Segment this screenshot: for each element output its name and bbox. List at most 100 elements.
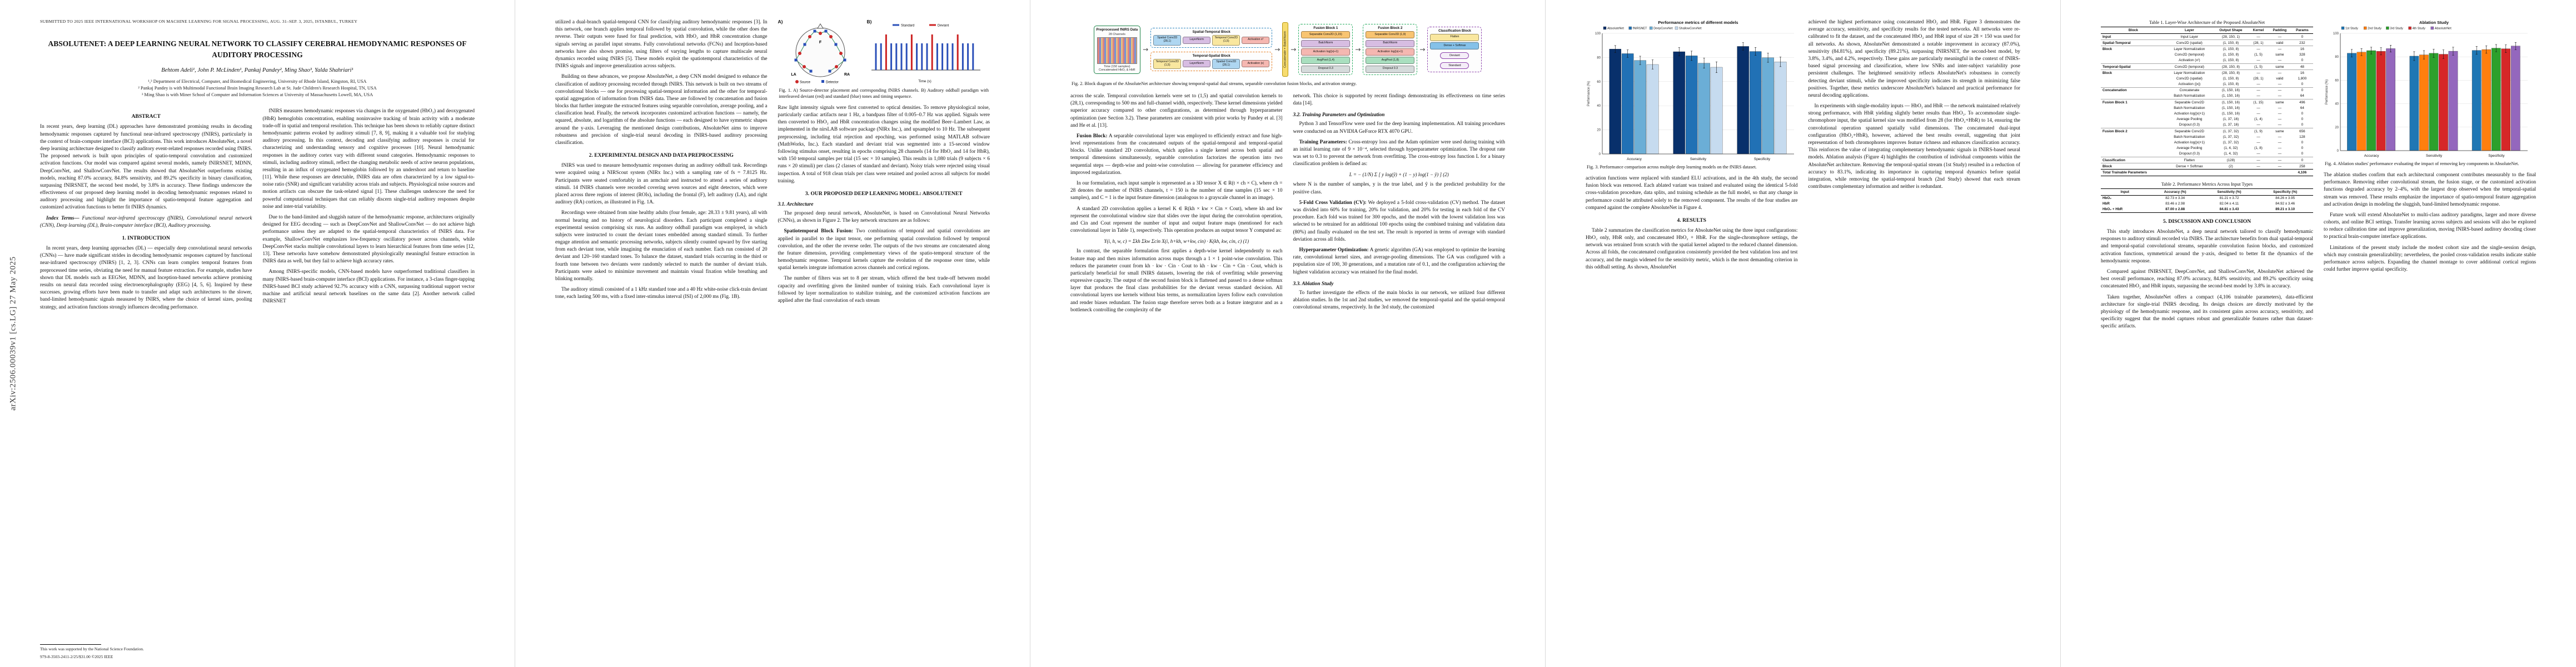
index-terms-text: Functional near-infrared spectroscopy (f…: [40, 215, 252, 228]
panel-a-label: A): [778, 19, 783, 24]
legend-source: Source: [800, 81, 811, 84]
arrow-icon: →: [1355, 46, 1361, 53]
ga-paragraph: Hyperparameter Optimization: A genetic a…: [1293, 247, 1506, 275]
region-label-la: LA: [791, 73, 796, 77]
diagram-layer: Spatial Conv2D (28,1): [1153, 34, 1182, 46]
diagram-layer: Dropout 0.3: [1366, 65, 1415, 73]
figure-1-caption: Fig. 1. A) Source-detector placement and…: [779, 88, 989, 99]
fusion-lead: Fusion Block:: [1077, 133, 1108, 139]
temporal-spatial-block: Temporal-Spatial Block Temporal Conv2D (…: [1150, 51, 1273, 72]
architecture-intro-paragraph: The proposed deep neural network, Absolu…: [778, 210, 990, 224]
figure-4-caption: Fig. 4. Ablation studies' performance ev…: [2325, 161, 2519, 166]
diagram-layer: Activation x²: [1242, 36, 1270, 44]
equation-2: L = − (1/N) Σ [ y log(ŷ) + (1 − y) log(1…: [1349, 172, 1449, 178]
svg-text:Standard: Standard: [901, 24, 914, 28]
svg-text:40: 40: [2335, 103, 2339, 106]
training-params-lead: Training Parameters:: [1299, 139, 1347, 145]
diagram-layer: LayerNorm: [1183, 36, 1211, 44]
copyright-line: 979-8-3503-2411-2/25/$31.00 ©2025 IEEE: [40, 654, 113, 659]
filters-paragraph: The number of filters was set to 8 per s…: [778, 276, 990, 303]
output-class-deviant: Deviant: [1440, 52, 1469, 59]
legend-detector: Detector: [826, 81, 839, 84]
training-params-paragraph: Training Parameters: Cross-entropy loss …: [1293, 139, 1506, 167]
spatial-temporal-block: Spatial-Temporal Block Spatial Conv2D (2…: [1150, 27, 1273, 48]
discussion-paragraph-5: Future work will extend AbsoluteNet to m…: [2324, 212, 2536, 240]
svg-text:60: 60: [1597, 81, 1601, 84]
kernel-paragraph: across the scale. Temporal convolution k…: [1070, 93, 1283, 128]
page3-column-1: across the scale. Temporal convolution k…: [1070, 93, 1283, 317]
diagram-layer: Separable Conv2D (1,9): [1366, 31, 1415, 39]
intro-paragraph-2: fNIRS measures hemodynamic responses via…: [262, 108, 475, 210]
figure-2: Preprocessed fNIRS Data 28 Channels Time…: [1070, 19, 1505, 87]
diagram-layer: Dropout 0.3: [1301, 65, 1351, 73]
page5-column-1: Table 1. Layer-Wise Architecture of the …: [2101, 19, 2313, 334]
page1-column-1: ABSTRACT In recent years, deep learning …: [40, 108, 252, 314]
section-3-heading: 3. OUR PROPOSED DEEP LEARNING MODEL: ABS…: [805, 190, 963, 197]
conv-kernel-paragraph: A standard 2D convolution applies a kern…: [1070, 206, 1283, 234]
implementation-paragraph: Python 3 and TensorFlow were used for th…: [1293, 121, 1506, 135]
fusion-block-2-label: Fusion Block 2: [1378, 26, 1403, 31]
abstract-heading: ABSTRACT: [131, 113, 161, 120]
tensor-paragraph: In our formulation, each input sample is…: [1070, 181, 1283, 201]
dual-streams: Spatial-Temporal Block Spatial Conv2D (2…: [1150, 27, 1273, 72]
section-5-heading: 5. DISCUSSION AND CONCLUSION: [2163, 218, 2251, 225]
authors-line: Behtom Adeli¹, John P. McLinden¹, Pankaj…: [161, 67, 353, 74]
region-label-ra: RA: [844, 73, 849, 77]
concatenate-block: Concatenate + BatchNorm: [1282, 22, 1289, 77]
results-paragraph-1: Table 2 summarizes the classification me…: [1586, 227, 1798, 270]
intro-paragraph-1: In recent years, deep learning approache…: [40, 246, 252, 310]
svg-text:AbsoluteNet: AbsoluteNet: [2435, 27, 2452, 31]
network-continuation-paragraph: network. This choice is supported by rec…: [1293, 93, 1506, 107]
arxiv-watermark: arXiv:2506.00039v1 [cs.LG] 27 May 2025: [8, 256, 18, 411]
section-4-heading: 4. RESULTS: [1677, 217, 1706, 223]
figure-1-panel-a: A): [778, 19, 863, 86]
page2-column-1: utilized a dual-branch spatial-temporal …: [555, 19, 768, 308]
contribution-paragraph: Building on these advances, we propose A…: [555, 74, 768, 146]
svg-text:Sensitivity: Sensitivity: [2426, 154, 2443, 158]
svg-text:Ablation Study: Ablation Study: [2419, 20, 2449, 25]
results-paragraph-3: In experiments with single-modality inpu…: [1808, 103, 2021, 190]
svg-text:Time (s): Time (s): [918, 79, 931, 83]
page2-column-2: A): [778, 19, 990, 308]
index-terms: Index Terms— Functional near-infrared sp…: [40, 215, 252, 230]
diagram-layer: LayerNorm: [1183, 60, 1211, 68]
experiment-paragraph-3: The auditory stimuli consisted of a 1 kH…: [555, 287, 768, 300]
diagram-layer: Activation |x|: [1242, 60, 1270, 68]
experiment-paragraph-2: Recordings were obtained from nine healt…: [555, 210, 768, 282]
svg-text:ShallowConvNet: ShallowConvNet: [1679, 27, 1702, 31]
ablation-intro-paragraph: To further investigate the effects of th…: [1293, 290, 1506, 311]
section-2-heading: 2. EXPERIMENTAL DESIGN AND DATA PREPROCE…: [589, 152, 734, 159]
diagram-layer: Activation log(|x|+1): [1301, 48, 1351, 56]
svg-text:100: 100: [2333, 32, 2339, 36]
input-time-label: Time (150 samples): [1104, 64, 1130, 68]
footnote-block: This work was supported by the National …: [40, 644, 252, 659]
section-33-heading: 3.3. Ablation Study: [1293, 281, 1334, 287]
cv-paragraph: 5-Fold Cross Validation (CV): We deploye…: [1293, 200, 1506, 242]
intro-paragraph-4: Among fNIRS-specific models, CNN-based m…: [262, 269, 475, 305]
discussion-paragraph-6: Limitations of the present study include…: [2324, 245, 2536, 273]
input-block-label: Preprocessed fNIRS Data: [1096, 27, 1138, 32]
figure-2-caption: Fig. 2. Block diagram of the AbsoluteNet…: [1072, 81, 1357, 86]
diagram-layer: BatchNorm: [1301, 39, 1351, 47]
arrow-icon: →: [1143, 46, 1149, 53]
experiment-paragraph-1: fNIRS was used to measure hemodynamic re…: [555, 163, 768, 206]
index-terms-label: Index Terms—: [46, 215, 79, 221]
svg-text:Accuracy: Accuracy: [1627, 157, 1642, 161]
spatiotemporal-lead: Spatiotemporal Block Fusion:: [784, 228, 854, 235]
affiliation-2: ² Pankaj Pandey is with Multimodal Funct…: [138, 85, 377, 91]
page1-column-2: fNIRS measures hemodynamic responses via…: [263, 108, 475, 314]
svg-text:Performance metrics of differe: Performance metrics of different models: [1658, 20, 1738, 25]
svg-text:1st Study: 1st Study: [2345, 27, 2358, 31]
section-1-heading: 1. INTRODUCTION: [122, 235, 170, 242]
svg-text:Performance (%): Performance (%): [1587, 81, 1591, 106]
intro-paragraph-3: Due to the band-limited and sluggish nat…: [262, 215, 475, 265]
output-class-standard: Standard: [1440, 62, 1469, 69]
svg-text:0: 0: [1599, 153, 1601, 156]
